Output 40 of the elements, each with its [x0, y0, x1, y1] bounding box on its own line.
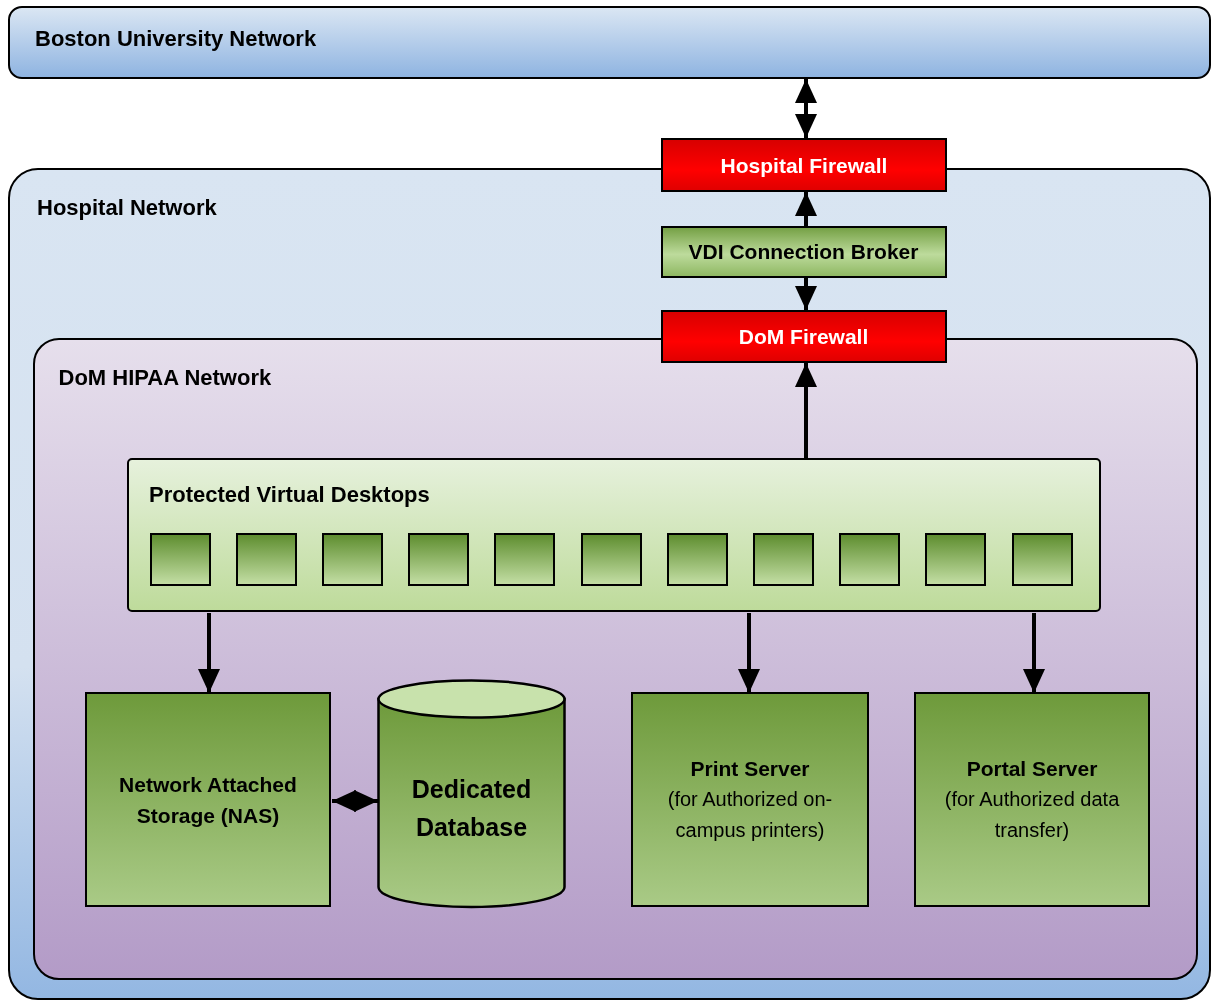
virtual-desktop-box — [494, 532, 556, 586]
box-label: VDI Connection Broker — [687, 239, 920, 265]
broker-box — [660, 225, 947, 278]
server-description: (for Authorized data transfer) — [943, 787, 1121, 843]
server-description: (for Authorized on-campus printers) — [666, 787, 834, 843]
virtual-desktop-box — [321, 532, 383, 586]
server-title: Portal Server — [965, 756, 1099, 782]
firewall-box — [661, 138, 947, 192]
box-label: DoM Firewall — [737, 323, 870, 350]
network-title: Boston University Network — [35, 26, 317, 52]
virtual-desktop-box — [580, 532, 642, 586]
network-title: Hospital Network — [37, 195, 217, 221]
server-title: Network Attached Storage (NAS) — [118, 771, 298, 829]
desktop-pool-panel — [127, 458, 1101, 612]
arrow — [198, 613, 220, 693]
box-label: Hospital Firewall — [719, 152, 889, 179]
virtual-desktop-box — [666, 532, 728, 586]
server-title: Dedicated Database — [410, 774, 533, 843]
arrow — [795, 278, 817, 310]
network-band — [8, 6, 1211, 79]
virtual-desktop-box — [235, 532, 297, 586]
server-box — [85, 692, 331, 907]
virtual-desktop-box — [149, 532, 211, 586]
virtual-desktop-box — [839, 532, 901, 586]
network-title: DoM HIPAA Network — [58, 364, 272, 391]
virtual-desktop-box — [1011, 532, 1073, 586]
server-box — [914, 692, 1150, 907]
arrow — [795, 192, 817, 226]
server-box — [631, 692, 869, 907]
arrow — [1023, 613, 1045, 693]
virtual-desktop-box — [752, 532, 814, 586]
arrow — [738, 613, 760, 693]
server-title: Print Server — [689, 756, 811, 782]
arrow — [332, 790, 378, 812]
arrow — [795, 79, 817, 138]
network-title: Protected Virtual Desktops — [149, 482, 430, 508]
firewall-box — [660, 309, 947, 363]
virtual-desktop-box — [925, 532, 987, 586]
arrow — [795, 363, 817, 459]
virtual-desktop-box — [408, 532, 470, 586]
